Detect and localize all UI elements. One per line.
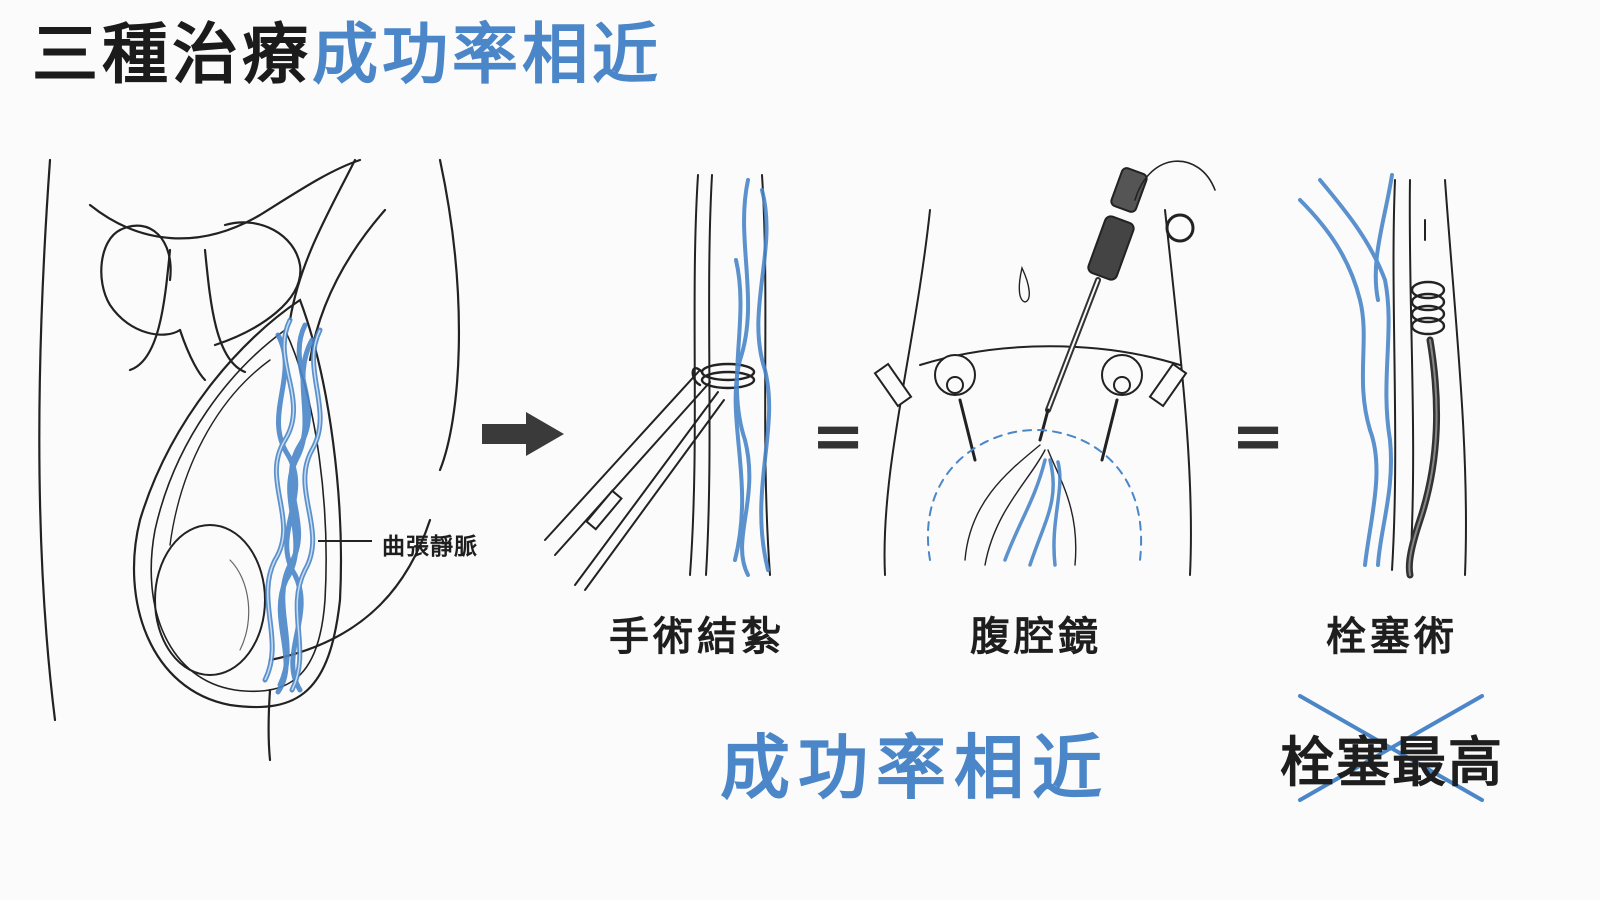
varicose-vein-cluster <box>262 317 323 695</box>
varicose-vein-highlights <box>264 319 321 691</box>
laparoscopy-illustration <box>873 160 1216 576</box>
title-dark-part: 三種治療 <box>32 16 312 93</box>
label-surgical-ligation: 手術結紮 <box>609 614 785 660</box>
title-blue-part: 成功率相近 <box>312 16 662 93</box>
laparoscopy-veins <box>1003 458 1062 567</box>
label-embolization: 栓塞術 <box>1326 614 1458 660</box>
bottom-success-rate-note: 成功率相近 <box>720 727 1110 809</box>
anatomy-illustration <box>38 158 461 762</box>
page-title: 三種治療成功率相近 <box>32 22 662 88</box>
embolization-illustration <box>1391 179 1467 579</box>
varicose-vein-callout: 曲張靜脈 <box>382 534 478 560</box>
embolization-veins <box>1298 173 1394 567</box>
equals-icon: = <box>811 400 865 474</box>
arrow-right-icon <box>482 412 564 456</box>
crossed-out-claim: 栓塞最高 <box>1280 731 1504 794</box>
equals-icon-2: = <box>1231 400 1285 474</box>
label-laparoscopy: 腹腔鏡 <box>970 614 1102 660</box>
ligation-illustration <box>544 174 771 591</box>
ligation-veins <box>733 178 772 577</box>
cross-out-icon <box>1298 694 1484 802</box>
